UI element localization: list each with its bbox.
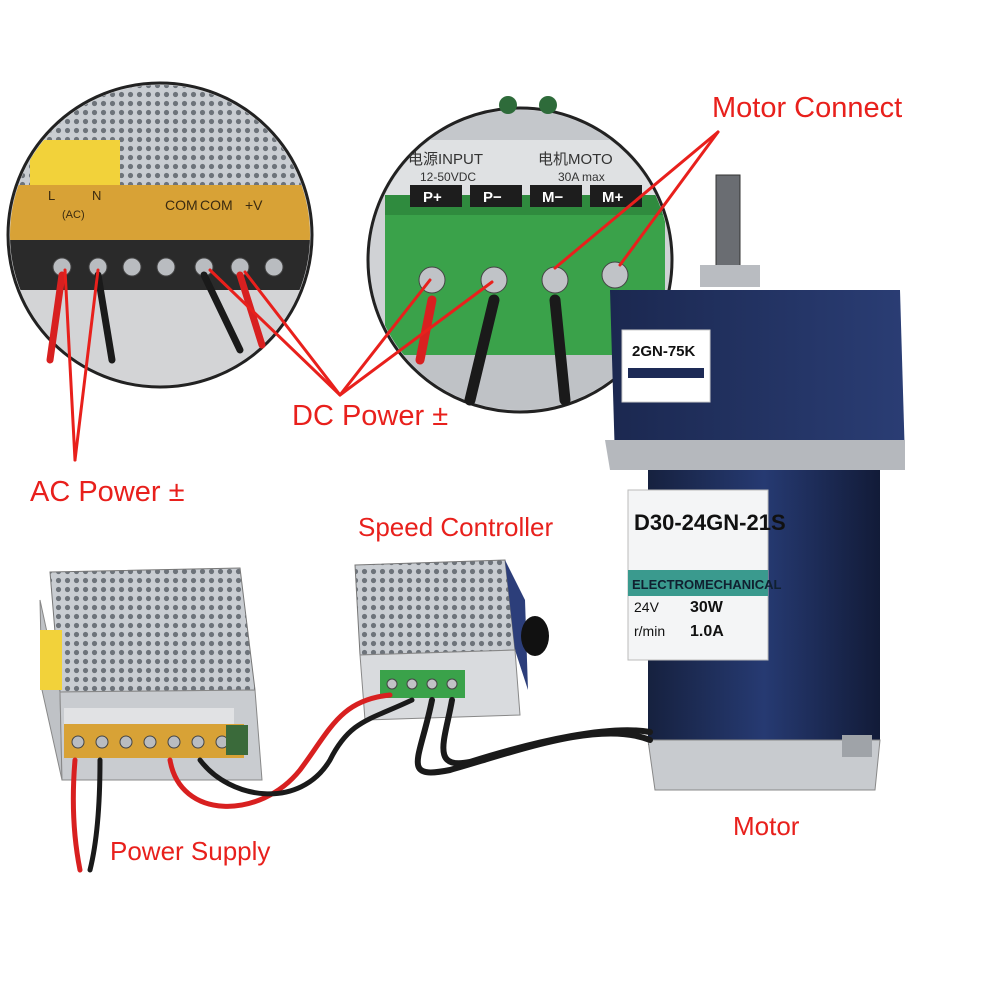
psu-term-label-4: +V <box>245 197 263 213</box>
motor-brand: ELECTROMECHANICAL <box>632 577 782 592</box>
power-supply-label: Power Supply <box>110 836 271 866</box>
connection-wires <box>70 692 653 873</box>
ctrl-term-1: P− <box>483 189 502 206</box>
dc-power-label: DC Power ± <box>292 400 449 432</box>
motor-power: 30W <box>690 599 724 616</box>
gearbox-label: 2GN-75K <box>632 343 696 360</box>
motor-speed: r/min <box>634 623 665 639</box>
motor-current: 1.0A <box>690 623 724 640</box>
psu-amber-cover <box>10 185 310 240</box>
callout-lines <box>63 130 720 462</box>
motor-voltage: 24V <box>634 599 660 615</box>
ctrl-term-0: P+ <box>423 189 442 206</box>
motor-label: Motor <box>733 811 800 841</box>
motor-model: D30-24GN-21S <box>634 510 786 535</box>
ctrl-term-3: M+ <box>602 189 623 206</box>
psu-term-sub: (AC) <box>62 209 85 221</box>
motor-connect-label: Motor Connect <box>712 92 903 124</box>
ctrl-header-current: 30A max <box>558 170 605 184</box>
ctrl-header-motor: 电机MOTO <box>538 151 613 168</box>
ctrl-header-input: 电源INPUT <box>408 151 483 168</box>
ctrl-terminal-labels: P+ P− M− M+ <box>410 185 642 207</box>
psu-term-label-1: N <box>92 188 101 203</box>
ctrl-term-2: M− <box>542 189 563 206</box>
speed-controller-unit <box>354 559 549 721</box>
ctrl-header-range: 12-50VDC <box>420 170 476 184</box>
psu-term-label-2: COM <box>165 197 198 213</box>
psu-term-label-3: COM <box>200 197 233 213</box>
motor-illustration: 2GN-75K D30-24GN-21S ELECTROMECHANICAL 2… <box>605 174 905 791</box>
power-supply-unit <box>39 567 263 781</box>
psu-term-label-0: L <box>48 188 55 203</box>
ac-power-label: AC Power ± <box>30 476 185 508</box>
psu-wires <box>46 271 266 364</box>
speed-controller-label: Speed Controller <box>358 512 554 542</box>
psu-screw-terminals <box>52 257 284 277</box>
psu-zoom-circle: L N (AC) COM COM +V <box>6 81 314 389</box>
